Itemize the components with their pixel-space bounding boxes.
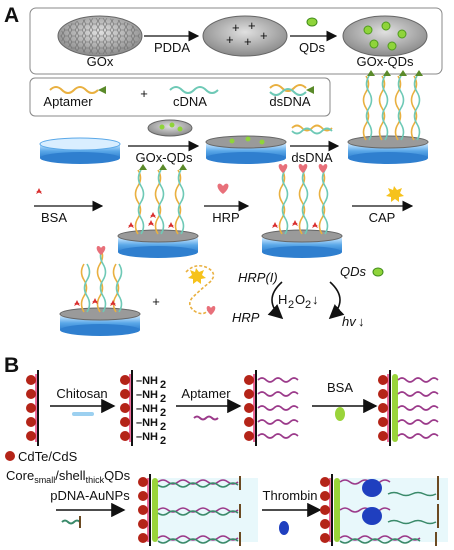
chitosan-label: Chitosan [56, 386, 107, 401]
thrombin-bound-electrode [320, 474, 448, 546]
dsdna-electrode [347, 70, 429, 164]
qd-icon-cycle [372, 267, 384, 277]
graphene-oxide-sheet [57, 15, 143, 57]
dsdna-hybridization-box [29, 77, 331, 117]
h2o2-label: H 2 O 2 ↓ [278, 292, 319, 311]
qd-legend-icon [5, 451, 15, 461]
chitosan-icon [72, 412, 94, 416]
pdna-aunps-label: pDNA-AuNPs [50, 488, 130, 503]
cdna-strand [169, 86, 219, 94]
released-aptamer-cap-hrp [185, 264, 216, 315]
pdda-gox-sheet: + + + + + [202, 15, 288, 57]
dsdna-strand [269, 84, 314, 96]
qds-cycle-label: QDs [340, 264, 367, 279]
bsa-label: BSA [41, 210, 67, 225]
pdda-label: PDDA [154, 40, 190, 55]
bsa-aptamer-electrode [378, 370, 439, 446]
bare-electrode [39, 137, 121, 164]
hrp-reduced-label: HRP [232, 310, 260, 325]
svg-text:–NH: –NH [136, 389, 158, 401]
hrp-icon [217, 183, 229, 194]
plus-sign-2: + [152, 294, 160, 309]
svg-text:2: 2 [305, 299, 311, 311]
svg-text:2: 2 [160, 393, 166, 405]
svg-text:–NH: –NH [136, 431, 158, 443]
positive-charge-icon: + [232, 20, 240, 35]
qd-legend-name: CdTe/CdS [18, 449, 78, 464]
thrombin-label: Thrombin [263, 488, 318, 503]
qd-legend-structure: Coresmall/shellthickQDs [6, 468, 131, 485]
gox-qds-electrode [205, 135, 287, 164]
svg-text:–NH: –NH [136, 417, 158, 429]
aptamer-icon [193, 415, 219, 421]
cap-bound-electrode [59, 245, 141, 336]
aptamer-electrode [244, 370, 299, 446]
cdna-label: cDNA [173, 94, 207, 109]
svg-text:2: 2 [160, 435, 166, 447]
dsdna-label: dsDNA [269, 94, 311, 109]
svg-text:O: O [295, 292, 305, 307]
gox-qds-coating-icon [147, 119, 193, 137]
bsa-icon [36, 188, 42, 194]
panel-b-letter: B [4, 354, 19, 377]
svg-text:2: 2 [160, 407, 166, 419]
bsa-b-icon [335, 407, 345, 421]
qd-icon [306, 17, 318, 27]
panel-a-letter: A [4, 4, 19, 27]
pdna-hybridized-electrode [138, 474, 258, 546]
svg-text:–NH: –NH [136, 375, 158, 387]
bsa-b-label: BSA [327, 380, 353, 395]
gox-label: GOx [87, 54, 114, 69]
qds-label: QDs [299, 40, 326, 55]
positive-charge-icon: + [248, 18, 256, 33]
gox-qds-synthesis-box [29, 7, 443, 75]
cap-icon [386, 186, 404, 202]
thrombin-icon [279, 521, 289, 535]
hrp-cycle-arrow [267, 281, 284, 320]
hrp-label: HRP [212, 210, 239, 225]
qds-cycle-arrow [328, 281, 345, 320]
svg-text:↓: ↓ [358, 314, 365, 329]
svg-text:2: 2 [160, 379, 166, 391]
svg-text:2: 2 [160, 421, 166, 433]
svg-text:H: H [278, 292, 287, 307]
gox-qds-step-label: GOx-QDs [135, 150, 193, 165]
gox-qds-sheet [342, 15, 428, 57]
gox-qds-label: GOx-QDs [356, 54, 414, 69]
photon-label: hv ↓ [342, 314, 365, 329]
bsa-blocked-electrode [117, 164, 199, 258]
positive-charge-icon: + [226, 32, 234, 47]
dsdna-step-icon [291, 124, 333, 135]
svg-text:hv: hv [342, 314, 357, 329]
hrp-oxidized-label: HRP(I) [238, 270, 278, 285]
svg-text:–NH: –NH [136, 403, 158, 415]
aptamer-label: Aptamer [43, 94, 93, 109]
svg-text:↓: ↓ [312, 292, 319, 307]
positive-charge-icon: + [244, 34, 252, 49]
pdna-aunps-icon [61, 516, 81, 528]
chitosan-electrode [120, 370, 133, 446]
plus-sign: + [140, 86, 148, 101]
aptamer-strand [49, 86, 106, 94]
hrp-bound-electrode [261, 163, 343, 258]
aptamer-b-label: Aptamer [181, 386, 231, 401]
svg-text:2: 2 [288, 299, 294, 311]
cap-label: CAP [369, 210, 396, 225]
amine-groups: –NH 2 –NH 2 –NH 2 –NH 2 –NH 2 [136, 375, 166, 447]
qd-electrode-bare [26, 370, 39, 446]
dsdna-step-label: dsDNA [291, 150, 333, 165]
positive-charge-icon: + [260, 28, 268, 43]
